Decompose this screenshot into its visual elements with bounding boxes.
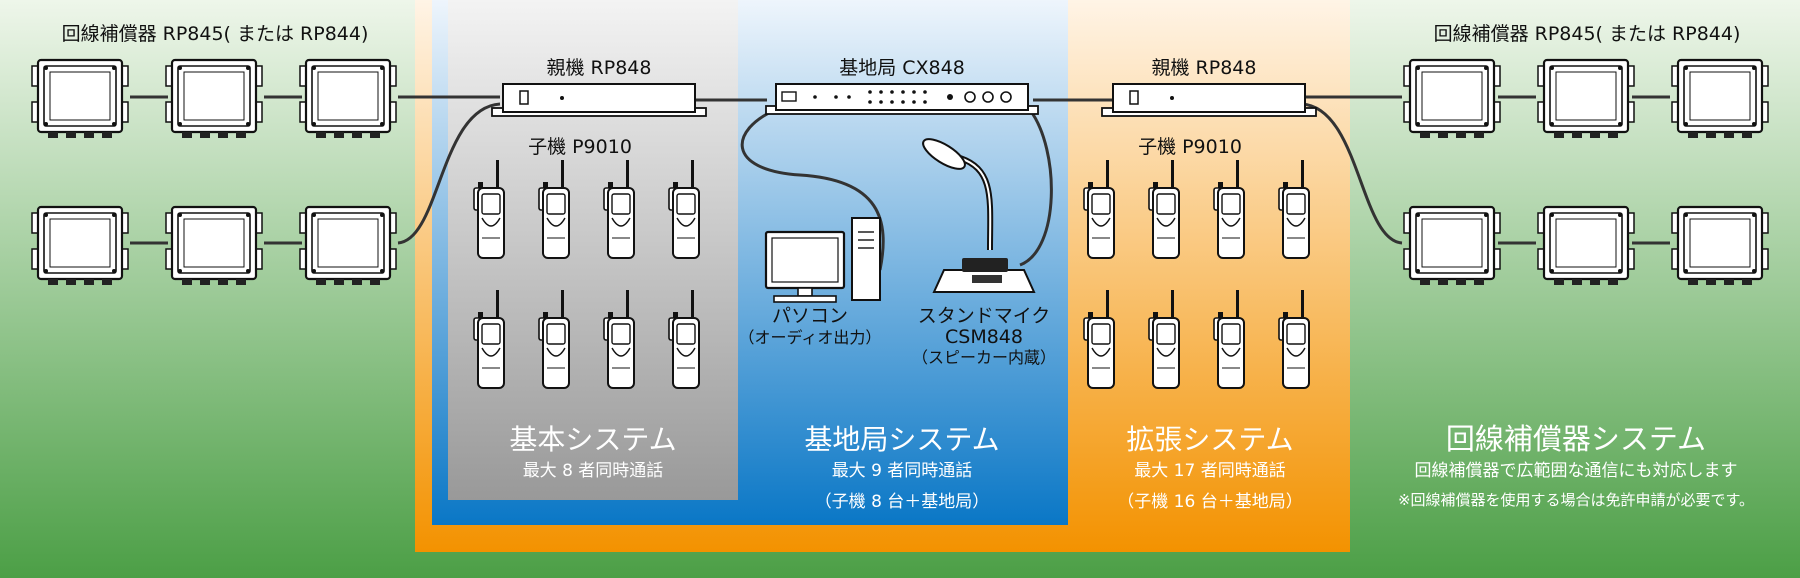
base-system-title: 基地局システム: [804, 423, 999, 456]
repeater-left-label: 回線補償器 RP845( または RP844): [62, 23, 369, 45]
base-system-line2: （子機 8 台＋基地局）: [815, 492, 990, 512]
base-system-line1: 最大 9 者同時通話: [832, 461, 973, 481]
base-station-label: 基地局 CX848: [839, 57, 965, 79]
repeater-unit-icon: [1536, 205, 1636, 287]
pc-label: パソコン: [772, 305, 848, 327]
repeater-unit-icon: [1536, 58, 1636, 140]
expand-system-line2: （子機 16 台＋基地局）: [1117, 492, 1302, 512]
repeater-right-label: 回線補償器 RP845( または RP844): [1434, 23, 1741, 45]
parent-unit-icon: [1101, 83, 1317, 117]
repeater-unit-icon: [1402, 58, 1502, 140]
repeater-unit-icon: [298, 58, 398, 140]
parent-unit-icon: [491, 83, 707, 117]
repeater-unit-icon: [298, 205, 398, 287]
repeater-unit-icon: [164, 58, 264, 140]
parent-left-label: 親機 RP848: [547, 57, 652, 79]
repeater-system-line1: 回線補償器で広範囲な通信にも対応します: [1415, 461, 1738, 481]
stand-microphone-icon: [922, 138, 1036, 293]
repeater-unit-icon: [30, 58, 130, 140]
repeater-unit-icon: [164, 205, 264, 287]
repeater-system-title: 回線補償器システム: [1446, 422, 1706, 456]
pc-note: （オーディオ出力）: [739, 328, 882, 347]
mic-model: CSM848: [945, 326, 1023, 348]
parent-right-label: 親機 RP848: [1152, 57, 1257, 79]
expand-system-title: 拡張システム: [1126, 423, 1293, 456]
repeater-unit-icon: [1402, 205, 1502, 287]
child-right-label: 子機 P9010: [1138, 136, 1242, 158]
basic-system-title: 基本システム: [509, 423, 676, 456]
repeater-system-line2: ※回線補償器を使用する場合は免許申請が必要です。: [1398, 491, 1754, 509]
repeater-unit-icon: [30, 205, 130, 287]
expand-system-line1: 最大 17 者同時通話: [1134, 461, 1285, 481]
base-station-icon: [765, 83, 1039, 115]
mic-note: （スピーカー内蔵）: [912, 348, 1056, 367]
repeater-unit-icon: [1670, 205, 1770, 287]
cables: [130, 95, 1670, 271]
child-left-label: 子機 P9010: [528, 136, 632, 158]
mic-label: スタンドマイク: [918, 305, 1051, 327]
repeater-unit-icon: [1670, 58, 1770, 140]
basic-system-line1: 最大 8 者同時通話: [523, 461, 664, 481]
computer-icon: [764, 217, 881, 303]
